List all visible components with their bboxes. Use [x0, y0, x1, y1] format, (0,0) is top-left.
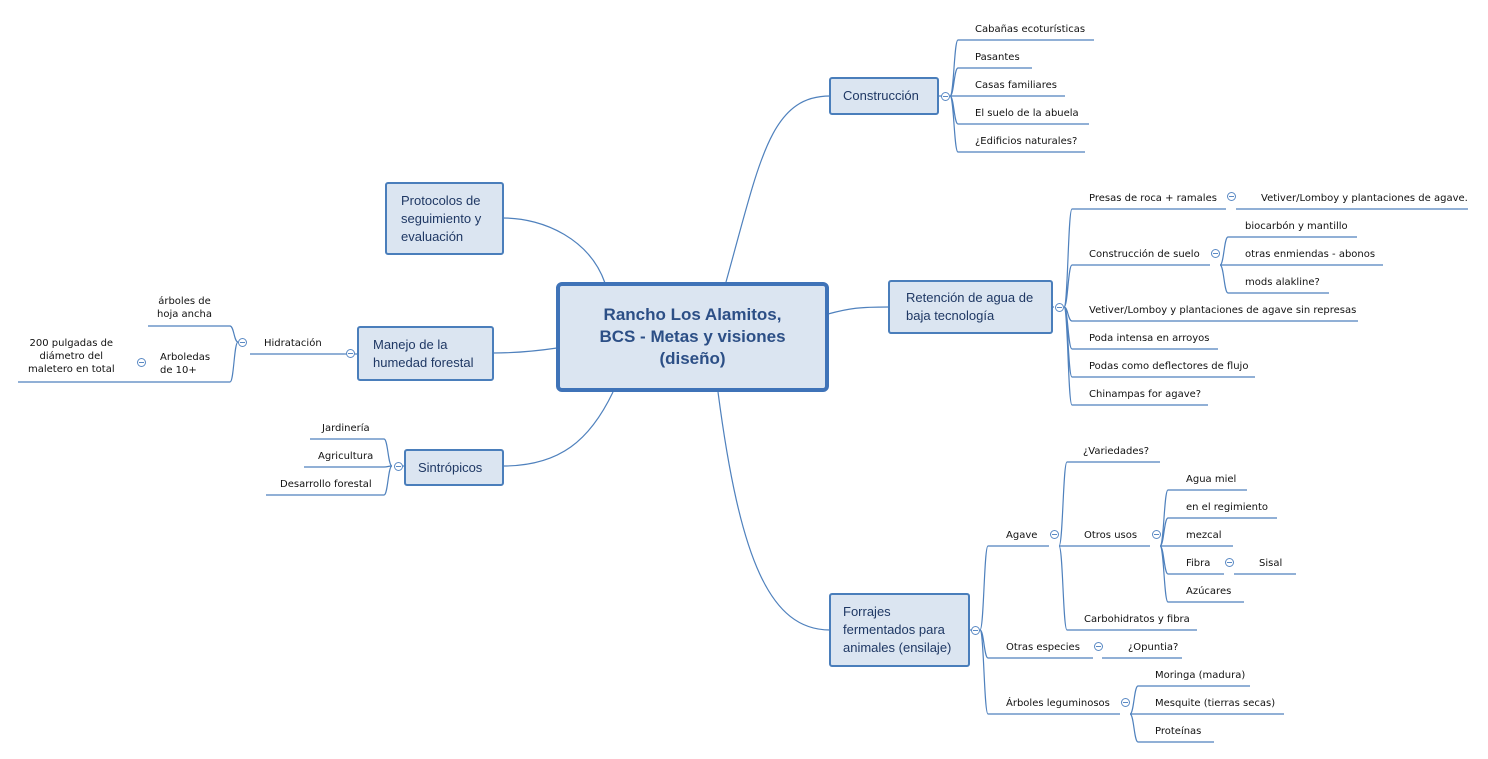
leaf-carbohidratos[interactable]: Carbohidratos y fibra: [1084, 614, 1190, 625]
leaf-arboles-leguminosos[interactable]: Árboles leguminosos: [1006, 698, 1110, 709]
leaf-edificios-naturales[interactable]: ¿Edificios naturales?: [975, 136, 1078, 147]
leaf-proteinas[interactable]: Proteínas: [1155, 726, 1202, 737]
leaf-mods-alakline[interactable]: mods alakline?: [1245, 277, 1320, 288]
leaf-mezcal[interactable]: mezcal: [1186, 530, 1222, 541]
leaf-otros-usos[interactable]: Otros usos: [1084, 530, 1138, 541]
collapse-icon[interactable]: [1055, 303, 1064, 312]
branch-protocolos[interactable]: Protocolos de seguimiento y evaluación: [385, 182, 504, 255]
leaf-cabanas[interactable]: Cabañas ecoturísticas: [975, 24, 1086, 35]
leaf-hoja-ancha[interactable]: árboles de hoja ancha: [157, 296, 212, 320]
leaf-mesquite[interactable]: Mesquite (tierras secas): [1155, 698, 1276, 709]
branch-manejo-humedad[interactable]: Manejo de la humedad forestal: [357, 326, 494, 381]
collapse-icon[interactable]: [1121, 698, 1130, 707]
leaf-suelo-abuela[interactable]: El suelo de la abuela: [975, 108, 1079, 119]
leaf-jardineria[interactable]: Jardinería: [322, 423, 370, 434]
leaf-sisal[interactable]: Sisal: [1259, 558, 1283, 569]
branch-retencion-agua[interactable]: Retención de agua de baja tecnología: [888, 280, 1053, 334]
collapse-icon[interactable]: [346, 349, 355, 358]
leaf-vetiver-plantaciones[interactable]: Vetiver/Lomboy y plantaciones de agave.: [1261, 193, 1468, 204]
leaf-vetiver-sin-represas[interactable]: Vetiver/Lomboy y plantaciones de agave s…: [1089, 305, 1357, 316]
leaf-200-pulgadas[interactable]: 200 pulgadas de diámetro del maletero en…: [28, 338, 115, 375]
leaf-hidratacion[interactable]: Hidratación: [264, 338, 322, 349]
collapse-icon[interactable]: [1050, 530, 1059, 539]
leaf-fibra[interactable]: Fibra: [1186, 558, 1211, 569]
collapse-icon[interactable]: [238, 338, 247, 347]
leaf-opuntia[interactable]: ¿Opuntia?: [1128, 642, 1179, 653]
collapse-icon[interactable]: [1152, 530, 1161, 539]
leaf-casas-familiares[interactable]: Casas familiares: [975, 80, 1057, 91]
collapse-icon[interactable]: [941, 92, 950, 101]
leaf-desarrollo-forestal[interactable]: Desarrollo forestal: [280, 479, 372, 490]
leaf-agricultura[interactable]: Agricultura: [318, 451, 374, 462]
leaf-biocarbon[interactable]: biocarbón y mantillo: [1245, 221, 1348, 232]
leaf-arboledas[interactable]: Arboledas de 10+: [160, 352, 211, 376]
collapse-icon[interactable]: [1211, 249, 1220, 258]
collapse-icon[interactable]: [1094, 642, 1103, 651]
collapse-icon[interactable]: [394, 462, 403, 471]
collapse-icon[interactable]: [137, 358, 146, 367]
leaf-pasantes[interactable]: Pasantes: [975, 52, 1020, 63]
branch-forrajes[interactable]: Forrajes fermentados para animales (ensi…: [829, 593, 970, 667]
leaf-agua-miel[interactable]: Agua miel: [1186, 474, 1237, 485]
leaf-poda-arroyos[interactable]: Poda intensa en arroyos: [1089, 333, 1210, 344]
leaf-agave[interactable]: Agave: [1006, 530, 1038, 541]
collapse-icon[interactable]: [971, 626, 980, 635]
collapse-icon[interactable]: [1227, 192, 1236, 201]
branch-construccion[interactable]: Construcción: [829, 77, 939, 115]
leaf-construccion-suelo[interactable]: Construcción de suelo: [1089, 249, 1200, 260]
leaf-presas-roca[interactable]: Presas de roca + ramales: [1089, 193, 1217, 204]
leaf-variedades[interactable]: ¿Variedades?: [1083, 446, 1150, 457]
leaf-regimiento[interactable]: en el regimiento: [1186, 502, 1268, 513]
branch-sintropicos[interactable]: Sintrópicos: [404, 449, 504, 486]
leaf-otras-enmiendas[interactable]: otras enmiendas - abonos: [1245, 249, 1376, 260]
root-node[interactable]: Rancho Los Alamitos, BCS - Metas y visio…: [556, 282, 829, 392]
leaf-azucares[interactable]: Azúcares: [1186, 586, 1232, 597]
leaf-moringa[interactable]: Moringa (madura): [1155, 670, 1246, 681]
leaf-chinampas[interactable]: Chinampas for agave?: [1089, 389, 1202, 400]
leaf-otras-especies[interactable]: Otras especies: [1006, 642, 1080, 653]
collapse-icon[interactable]: [1225, 558, 1234, 567]
leaf-podas-deflectores[interactable]: Podas como deflectores de flujo: [1089, 361, 1249, 372]
